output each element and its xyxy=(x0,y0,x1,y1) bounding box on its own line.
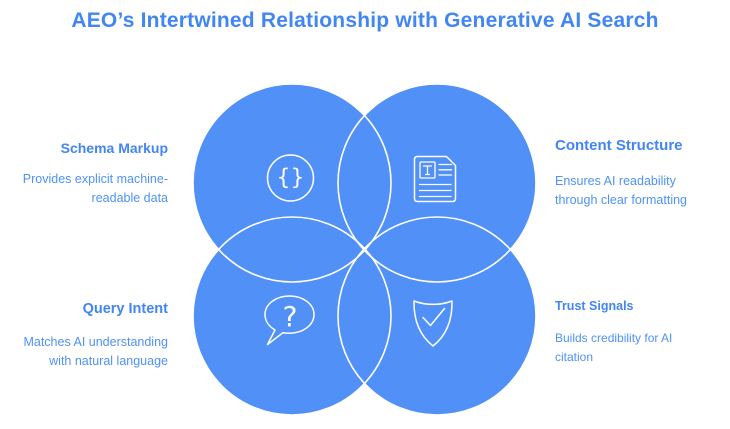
shield-check-icon xyxy=(413,300,453,347)
question-mark-glyph: ? xyxy=(283,300,298,333)
quadrant-description: Matches AI understanding with natural la… xyxy=(23,335,168,369)
circle-query-intent xyxy=(193,217,391,415)
quadrant-description: Builds credibility for AI citation xyxy=(555,330,673,364)
quadrant-label-trust-signals: Trust Signals Builds credibility for AI … xyxy=(555,299,697,367)
circle-trust-signals xyxy=(338,217,536,415)
quadrant-label-schema-markup: Schema Markup Provides explicit machine-… xyxy=(6,140,168,208)
quadrant-description: Ensures AI readability through clear for… xyxy=(555,173,688,207)
quadrant-label-content-structure: Content Structure Ensures AI readability… xyxy=(555,137,707,210)
venn-circle-outlines xyxy=(192,83,537,416)
diagram-title: AEO’s Intertwined Relationship with Gene… xyxy=(71,9,659,32)
text-document-icon xyxy=(413,155,457,203)
quadrant-heading: Schema Markup xyxy=(60,140,168,156)
curly-braces-icon: { } xyxy=(266,154,315,202)
quadrant-heading: Trust Signals xyxy=(555,299,634,313)
quadrant-heading: Content Structure xyxy=(555,137,683,154)
brace-right-glyph: } xyxy=(291,166,305,191)
quadrant-description: Provides explicit machine-readable data xyxy=(22,171,168,205)
brace-left-glyph: { xyxy=(277,166,291,191)
quadrant-label-query-intent: Query Intent Matches AI understanding wi… xyxy=(4,300,168,371)
quadrant-heading: Query Intent xyxy=(82,301,168,317)
venn-circle-fills xyxy=(193,84,536,415)
question-bubble-icon: ? xyxy=(264,295,315,346)
